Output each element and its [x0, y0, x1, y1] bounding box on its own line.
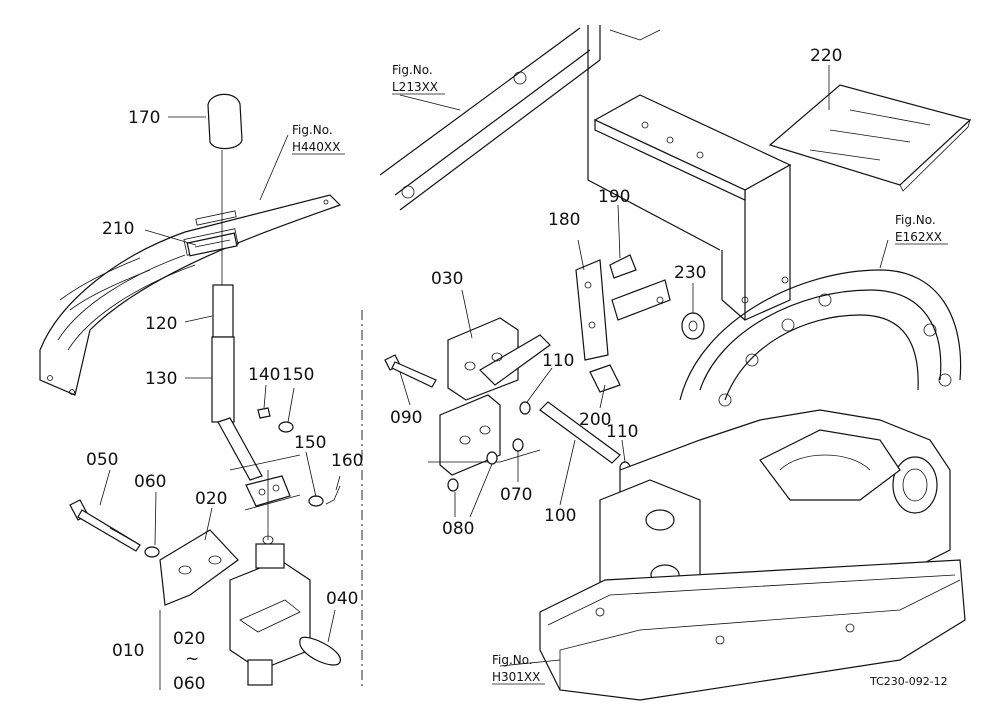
callout-110-upper: 110: [542, 351, 574, 371]
svg-text:Fig.No.: Fig.No.: [895, 213, 936, 227]
control-valve: [229, 470, 311, 686]
callout-050: 050: [86, 450, 118, 470]
callout-130: 130: [145, 369, 177, 389]
adaptor-190: [609, 254, 637, 279]
callout-200: 200: [579, 410, 611, 430]
valve-housing-030: [428, 317, 551, 476]
callout-070: 070: [500, 485, 532, 505]
fig-ref-l213: Fig.No. L213XX: [392, 63, 445, 95]
pipe-100: [539, 401, 621, 464]
upper-bracket: [593, 94, 792, 321]
svg-text:H440XX: H440XX: [292, 140, 340, 154]
svg-text:L213XX: L213XX: [392, 80, 438, 94]
callout-080: 080: [442, 519, 474, 539]
callout-160: 160: [331, 451, 363, 471]
callout-180: 180: [548, 210, 580, 230]
top-frame-rail: [379, 25, 721, 251]
callout-110-lower: 110: [606, 422, 638, 442]
lever-knob: [207, 93, 243, 285]
washer-230: [681, 312, 705, 340]
svg-text:Fig.No.: Fig.No.: [492, 653, 533, 667]
bolt-090: [384, 354, 437, 388]
callout-020-range: 020: [173, 629, 205, 649]
callout-140: 140: [248, 365, 280, 385]
spacer-block: [159, 529, 239, 606]
callout-020: 020: [195, 489, 227, 509]
adaptor-200: [589, 364, 621, 393]
lever-guide-plate: [39, 194, 342, 396]
o-ring-040: [299, 636, 341, 666]
callout-150-upper: 150: [282, 365, 314, 385]
stay-180: [575, 259, 671, 361]
callout-210: 210: [102, 219, 134, 239]
svg-text:H301XX: H301XX: [492, 670, 540, 684]
callout-190: 190: [598, 187, 630, 207]
mounting-bolt: [69, 499, 160, 558]
callout-090: 090: [390, 408, 422, 428]
callout-100: 100: [544, 506, 576, 526]
svg-text:E162XX: E162XX: [895, 230, 942, 244]
callout-010: 010: [112, 641, 144, 661]
callout-170: 170: [128, 108, 160, 128]
lever-rod: [211, 284, 263, 481]
leader-lines: [99, 65, 889, 667]
callout-040: 040: [326, 589, 358, 609]
transmission-housing: [539, 269, 966, 701]
fig-ref-h301: Fig.No. H301XX: [492, 653, 545, 685]
svg-text:Fig.No.: Fig.No.: [292, 123, 333, 137]
callout-120: 120: [145, 314, 177, 334]
svg-text:Fig.No.: Fig.No.: [392, 63, 433, 77]
operator-manual: [768, 84, 972, 192]
callout-150-lower: 150: [294, 433, 326, 453]
callout-230: 230: [674, 263, 706, 283]
fig-ref-e162: Fig.No. E162XX: [895, 213, 948, 245]
range-tilde: ~: [185, 649, 199, 669]
callout-220: 220: [810, 46, 842, 66]
drawing-code: TC230-092-12: [869, 675, 948, 688]
callout-060: 060: [134, 472, 166, 492]
callout-030: 030: [431, 269, 463, 289]
dial-decal: [186, 232, 238, 257]
callout-060-range: 060: [173, 674, 205, 694]
fig-ref-h440: Fig.No. H440XX: [292, 123, 345, 155]
pin-and-washer: [257, 407, 341, 507]
